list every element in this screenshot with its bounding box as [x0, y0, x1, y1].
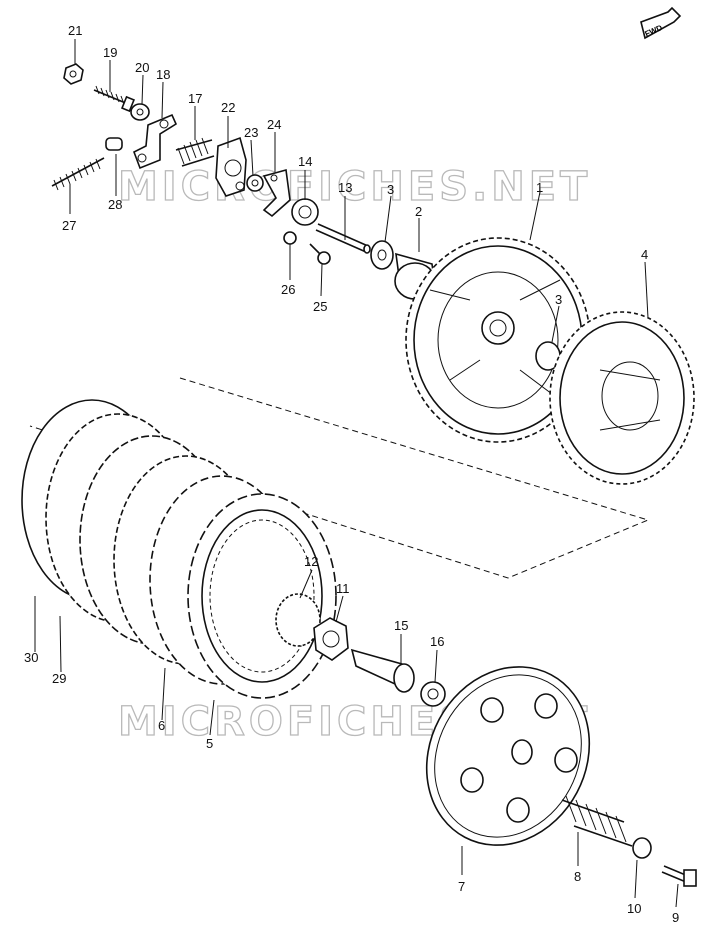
washer-16	[420, 681, 446, 707]
pushrod-13	[315, 223, 371, 254]
callout-12: 12	[304, 554, 318, 569]
callout-7: 7	[458, 879, 465, 894]
callout-2: 2	[415, 204, 422, 219]
nut-21	[63, 63, 84, 85]
callout-19: 19	[103, 45, 117, 60]
callout-20: 20	[135, 60, 149, 75]
plate-24	[262, 168, 291, 218]
callout-3-upper: 3	[387, 182, 394, 197]
fwd-arrow-icon: FWD	[640, 6, 682, 40]
washer-10	[632, 837, 652, 859]
callout-27: 27	[62, 218, 76, 233]
lever-22	[215, 136, 247, 197]
bearing-14	[291, 198, 319, 226]
callout-23: 23	[244, 125, 258, 140]
callout-9: 9	[672, 910, 679, 925]
bolt-9	[661, 865, 697, 887]
callout-25: 25	[313, 299, 327, 314]
pin-28	[105, 137, 123, 151]
callout-29: 29	[52, 671, 66, 686]
clutch-housing-1	[405, 237, 591, 443]
washer-20	[130, 103, 150, 121]
spring-17	[175, 137, 215, 167]
callout-17: 17	[188, 91, 202, 106]
friction-plate-5	[187, 493, 337, 699]
bracket-18	[132, 113, 178, 170]
callout-30: 30	[24, 650, 38, 665]
callout-3-lower: 3	[555, 292, 562, 307]
callout-24: 24	[267, 117, 281, 132]
callout-16: 16	[430, 634, 444, 649]
pressure-plate-7	[425, 666, 591, 846]
callout-labels: 21 19 20 18 17 22 23 24 14 13 3 2 1 3 4 …	[24, 23, 679, 925]
screw-25	[309, 243, 331, 265]
washer-26	[283, 231, 297, 245]
screw-19	[93, 85, 135, 113]
callout-15: 15	[394, 618, 408, 633]
leader-lines	[34, 39, 679, 908]
callout-6: 6	[158, 718, 165, 733]
nut-11	[313, 617, 349, 661]
clutch-hub-4	[549, 311, 695, 485]
callout-18: 18	[156, 67, 170, 82]
callout-10: 10	[627, 901, 641, 916]
washer-23	[246, 174, 264, 192]
callout-13: 13	[338, 180, 352, 195]
washer-3-upper	[370, 240, 394, 270]
callout-4: 4	[641, 247, 648, 262]
callout-22: 22	[221, 100, 235, 115]
spring-27	[51, 157, 105, 191]
pushpiece-15	[350, 648, 415, 693]
washer-12	[275, 593, 321, 647]
callout-11: 11	[336, 581, 350, 596]
callout-5: 5	[206, 736, 213, 751]
spring-8	[561, 795, 633, 847]
callout-8: 8	[574, 869, 581, 884]
callout-28: 28	[108, 197, 122, 212]
callout-14: 14	[298, 154, 312, 169]
callout-26: 26	[281, 282, 295, 297]
watermark-top: MICROFICHES.NET	[118, 164, 591, 210]
callout-21: 21	[68, 23, 82, 38]
callout-1: 1	[536, 180, 543, 195]
